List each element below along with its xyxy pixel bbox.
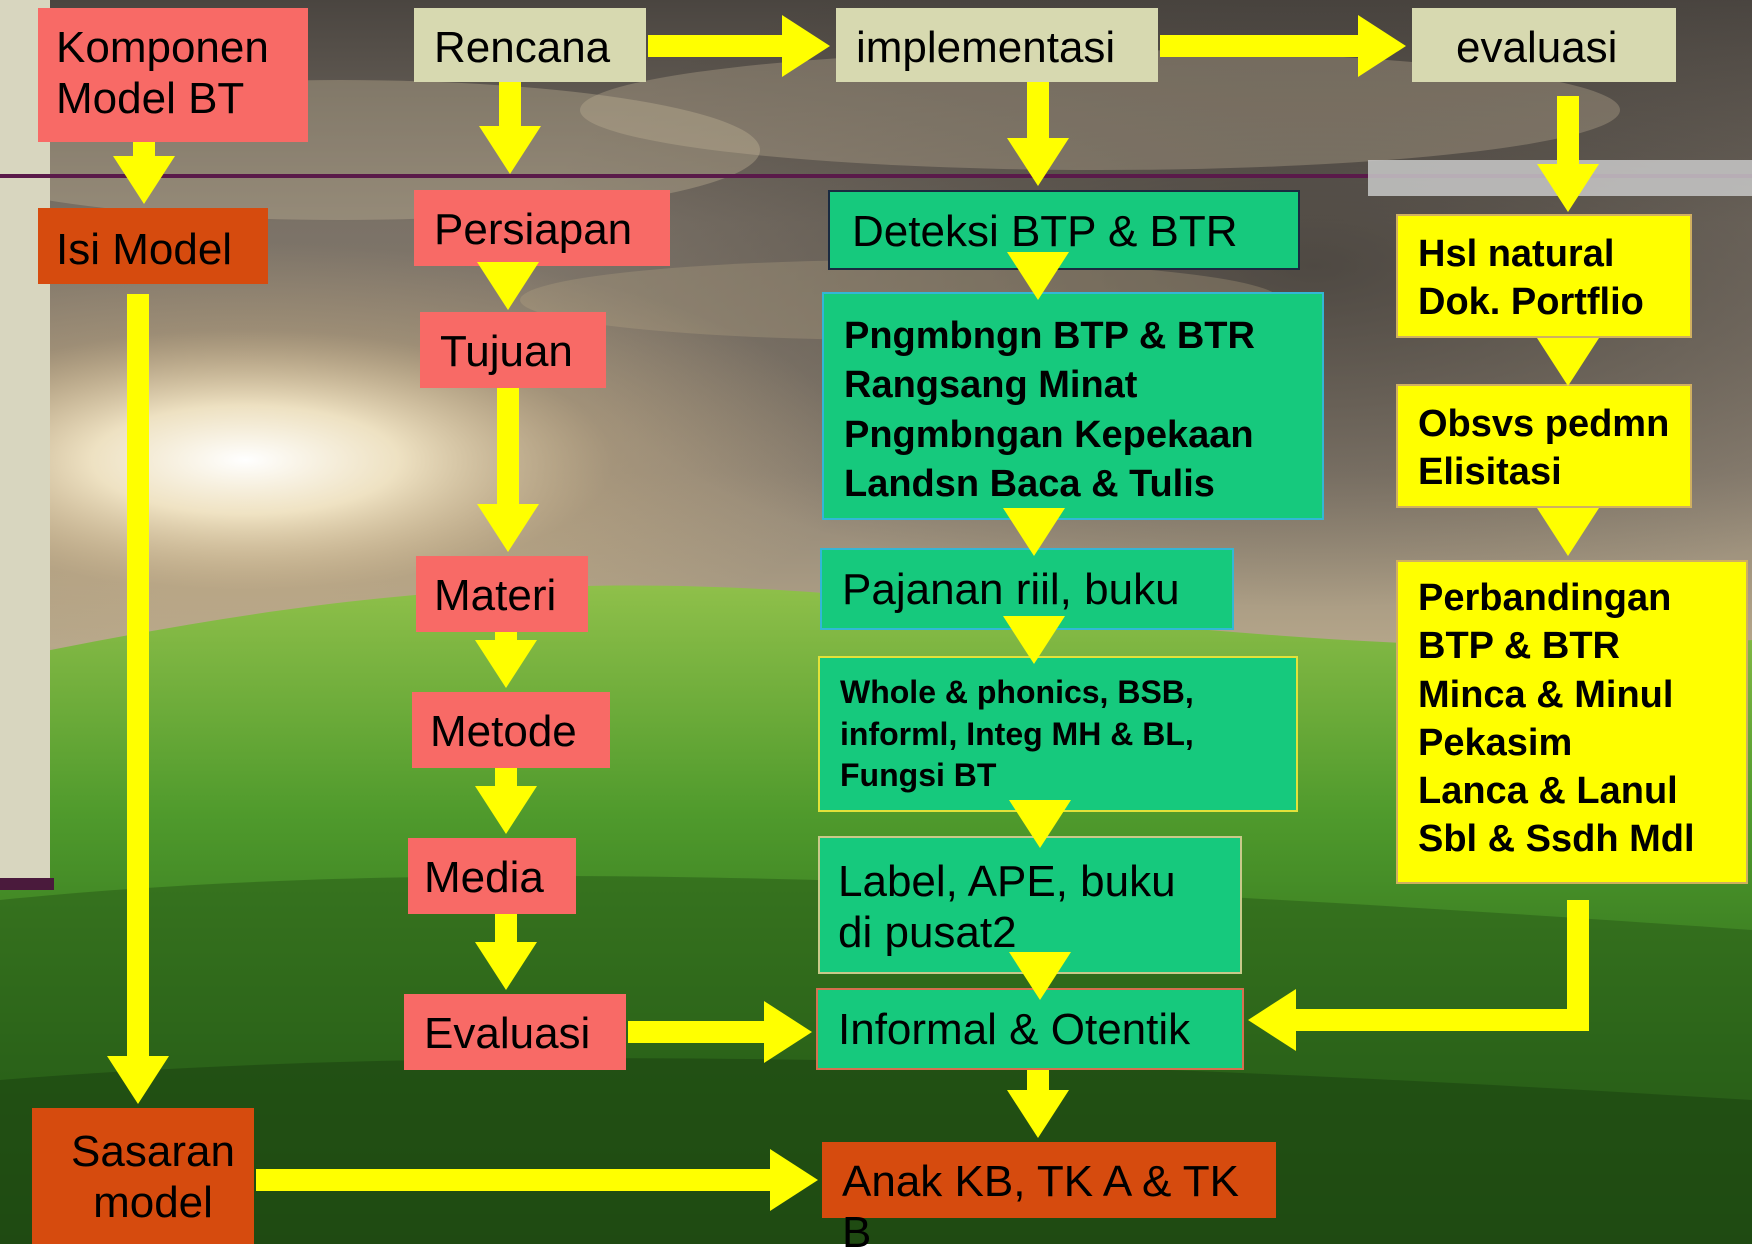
- metode-box: Metode: [412, 692, 610, 768]
- materi-box: Materi: [416, 556, 588, 632]
- persiapan-box: Persiapan: [414, 190, 670, 266]
- left-panel-edge: [0, 878, 54, 890]
- anak-kb-box: Anak KB, TK A & TK B: [822, 1142, 1276, 1257]
- pengembangan-box: Pngmbngn BTP & BTR Rangsang Minat Pngmbn…: [822, 292, 1324, 520]
- evaluasi-plan-box: Evaluasi: [404, 994, 626, 1070]
- obsvs-box: Obsvs pedmn Elisitasi: [1396, 384, 1692, 508]
- left-side-panel: [0, 0, 50, 888]
- media-box: Media: [408, 838, 576, 914]
- perbandingan-box: Perbandingan BTP & BTR Minca & Minul Pek…: [1396, 560, 1748, 884]
- header-divider-line: [0, 174, 1752, 178]
- informal-otentik-box: Informal & Otentik: [816, 988, 1244, 1070]
- tujuan-box: Tujuan: [420, 312, 606, 388]
- rencana-box: Rencana: [414, 8, 646, 82]
- right-divider-bar: [1368, 160, 1752, 196]
- deteksi-box: Deteksi BTP & BTR: [828, 190, 1300, 270]
- label-ape-box: Label, APE, buku di pusat2: [818, 836, 1242, 974]
- isi-model-box: Isi Model: [38, 208, 268, 284]
- komponen-model-box: Komponen Model BT: [38, 8, 308, 142]
- implementasi-box: implementasi: [836, 8, 1158, 82]
- sasaran-model-box: Sasaran model: [32, 1108, 254, 1244]
- evaluasi-header-box: evaluasi: [1412, 8, 1676, 82]
- whole-phonics-box: Whole & phonics, BSB, informl, Integ MH …: [818, 656, 1298, 812]
- hsl-natural-box: Hsl natural Dok. Portflio: [1396, 214, 1692, 338]
- pajanan-box: Pajanan riil, buku: [820, 548, 1234, 630]
